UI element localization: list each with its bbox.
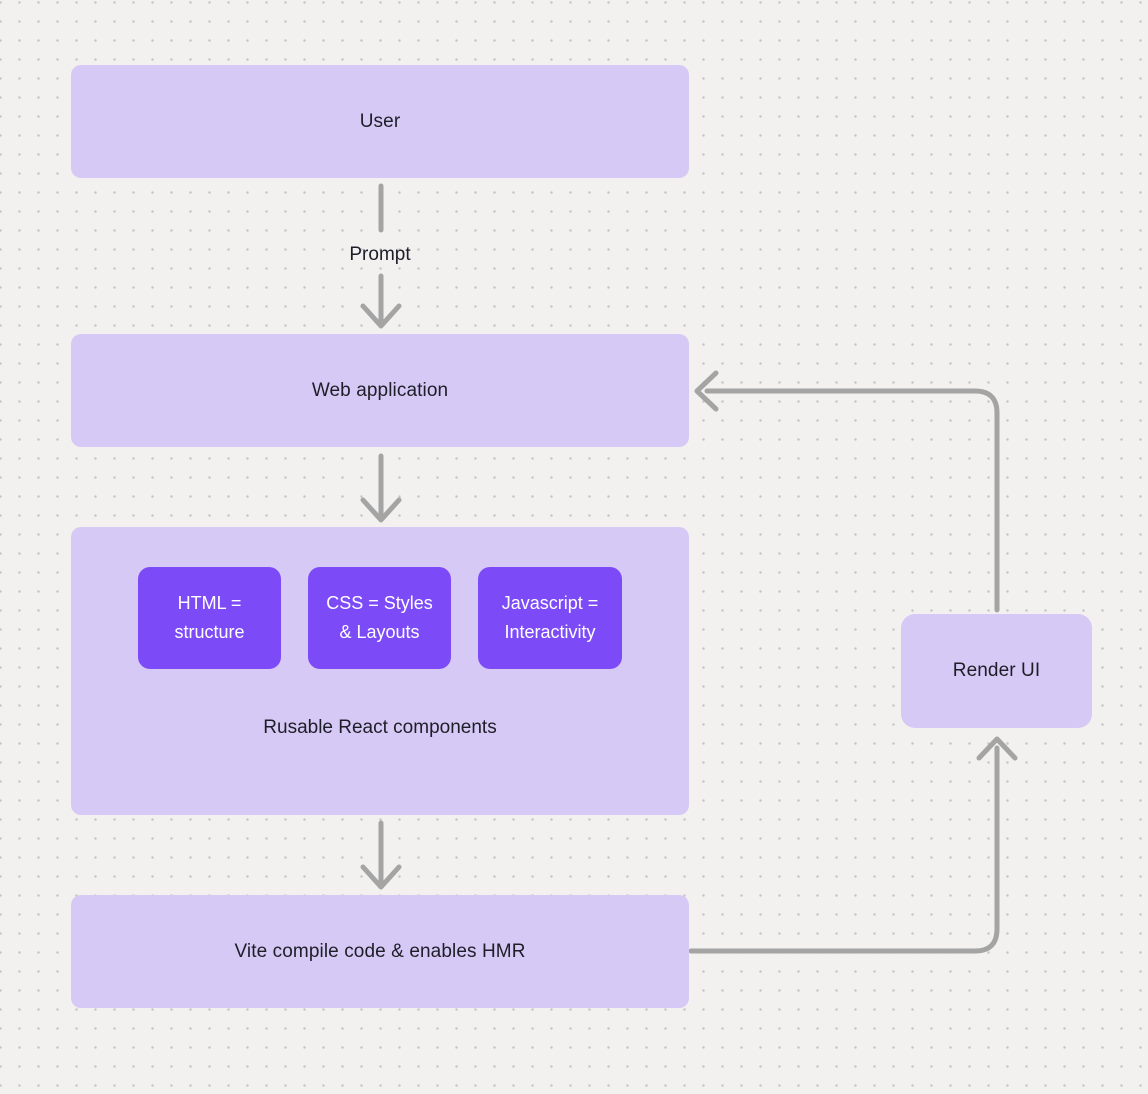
node-javascript-label: Javascript = Interactivity: [501, 593, 599, 642]
node-css[interactable]: CSS = Styles & Layouts: [308, 567, 451, 669]
node-css-label: CSS = Styles & Layouts: [326, 593, 433, 642]
node-vite-label: Vite compile code & enables HMR: [234, 940, 526, 962]
edge-vite-render-arrowhead: [976, 736, 1018, 761]
edge-vite-render-line: [688, 745, 1000, 954]
node-html[interactable]: HTML = structure: [138, 567, 281, 669]
node-javascript[interactable]: Javascript = Interactivity: [478, 567, 622, 669]
edge-components-vite-arrowhead: [360, 864, 402, 890]
components-group-caption: Rusable React components: [263, 717, 497, 738]
node-user[interactable]: User: [71, 65, 689, 178]
node-web-application[interactable]: Web application: [71, 334, 689, 447]
edge-render-webapp-line: [704, 388, 1000, 613]
node-render-ui-label: Render UI: [952, 660, 1041, 681]
edge-prompt-webapp-arrowhead: [360, 303, 402, 329]
node-user-label: User: [359, 110, 401, 132]
node-render-ui[interactable]: Render UI: [901, 614, 1092, 728]
edge-webapp-components-arrowhead: [360, 497, 402, 523]
edge-render-webapp-arrowhead: [694, 370, 719, 412]
node-components-group[interactable]: HTML = structure CSS = Styles & Layouts …: [71, 527, 689, 815]
node-web-application-label: Web application: [311, 379, 449, 401]
node-html-label: HTML = structure: [174, 593, 245, 642]
edge-label-prompt: Prompt: [349, 244, 411, 265]
node-vite[interactable]: Vite compile code & enables HMR: [71, 895, 689, 1008]
